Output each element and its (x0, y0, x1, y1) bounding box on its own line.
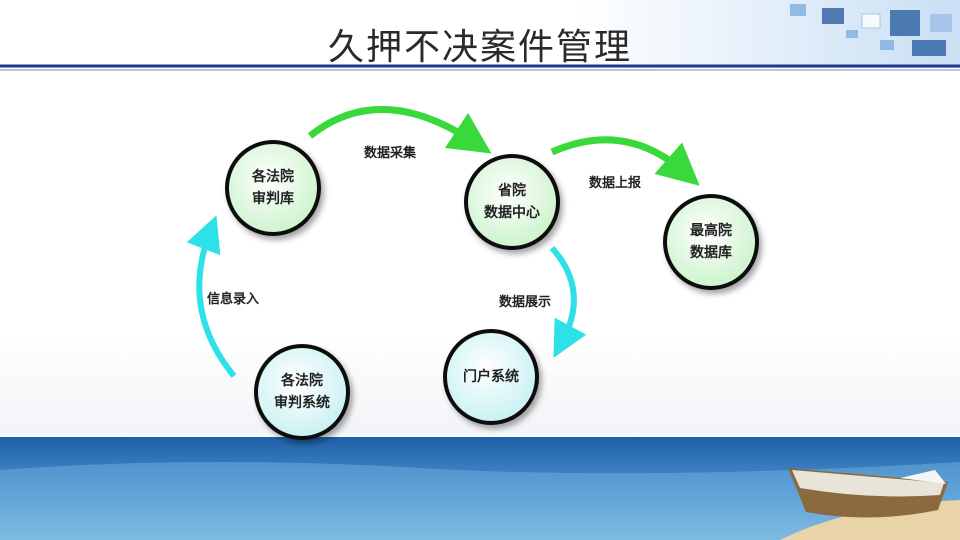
node-label-line: 省院 (498, 183, 526, 199)
edge-label-info-entry: 信息录入 (207, 292, 260, 307)
node-court-trial-system (254, 344, 350, 440)
edge-label-data-display: 数据展示 (499, 295, 552, 310)
arrow-data-collection (307, 106, 492, 154)
node-label-line: 各法院 (281, 373, 323, 389)
boat-picture (788, 468, 948, 518)
node-label-provincial-center: 省院 数据中心 (457, 180, 567, 224)
node-portal-system (443, 329, 539, 425)
sea-wave (0, 461, 960, 540)
node-label-line: 最高院 (690, 223, 732, 239)
arrow-data-report (550, 136, 700, 186)
edge-label-data-report: 数据上报 (589, 176, 642, 191)
node-label-line: 数据中心 (484, 205, 540, 221)
node-label-court-trial-db: 各法院 审判库 (218, 166, 328, 210)
node-label-supreme-db: 最高院 数据库 (656, 220, 766, 264)
node-label-portal-system: 门户系统 (436, 366, 546, 388)
node-label-line: 审判库 (252, 191, 294, 207)
node-provincial-center (464, 154, 560, 250)
edge-label-data-collection: 数据采集 (364, 146, 417, 161)
header-tiles-decoration (790, 4, 952, 56)
arrow-data-display (549, 245, 587, 358)
slide-title: 久押不决案件管理 (327, 27, 632, 68)
node-supreme-db (663, 194, 759, 290)
node-label-court-trial-system: 各法院 审判系统 (247, 370, 357, 414)
node-label-line: 各法院 (252, 169, 294, 185)
node-label-line: 审判系统 (274, 395, 330, 411)
node-court-trial-db (225, 140, 321, 236)
node-label-line: 门户系统 (463, 369, 519, 385)
arrow-info-entry (186, 215, 237, 378)
node-label-line: 数据库 (690, 245, 732, 261)
